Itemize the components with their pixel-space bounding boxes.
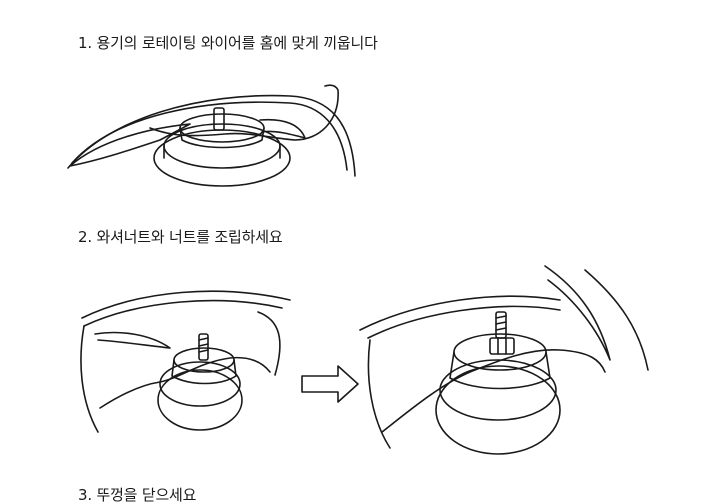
base-disk-outer <box>157 369 243 431</box>
bowl-rim-inner <box>367 305 561 339</box>
bowl-rim-inner <box>83 299 283 327</box>
base-disk-mid <box>159 361 241 407</box>
rotating-wire <box>381 349 606 433</box>
rotating-wire <box>99 356 271 409</box>
hub-side <box>171 359 237 385</box>
arrow-shape <box>301 365 359 403</box>
rotating-wire <box>149 84 339 141</box>
blade <box>94 331 171 349</box>
shaft <box>495 311 507 339</box>
shaft <box>198 333 209 361</box>
shaft <box>213 107 225 131</box>
blade-right <box>259 118 306 139</box>
blade <box>69 123 191 167</box>
base-disk-mid <box>439 359 557 421</box>
nut <box>489 337 515 355</box>
base-disk-outer <box>435 365 561 455</box>
bowl-rim-outer <box>359 295 561 331</box>
bowl-wall <box>80 325 99 433</box>
shaft-thread <box>495 315 507 331</box>
bowl-rim-outer <box>81 290 291 319</box>
step-2-title: 2. 와셔너트와 너트를 조립하세요 <box>78 228 283 246</box>
blade-right <box>257 311 281 376</box>
nut-face <box>497 337 507 355</box>
hub-side <box>179 127 265 149</box>
bowl-wall <box>367 339 391 449</box>
shaft-thread <box>198 337 209 353</box>
base-disk-band <box>163 145 281 159</box>
bowl-rim-inner <box>71 101 348 171</box>
blade-top-inner <box>584 269 649 371</box>
step-1-title: 1. 용기의 로테이팅 와이어를 홈에 맞게 끼웁니다 <box>78 34 378 52</box>
blade-top <box>544 265 611 361</box>
